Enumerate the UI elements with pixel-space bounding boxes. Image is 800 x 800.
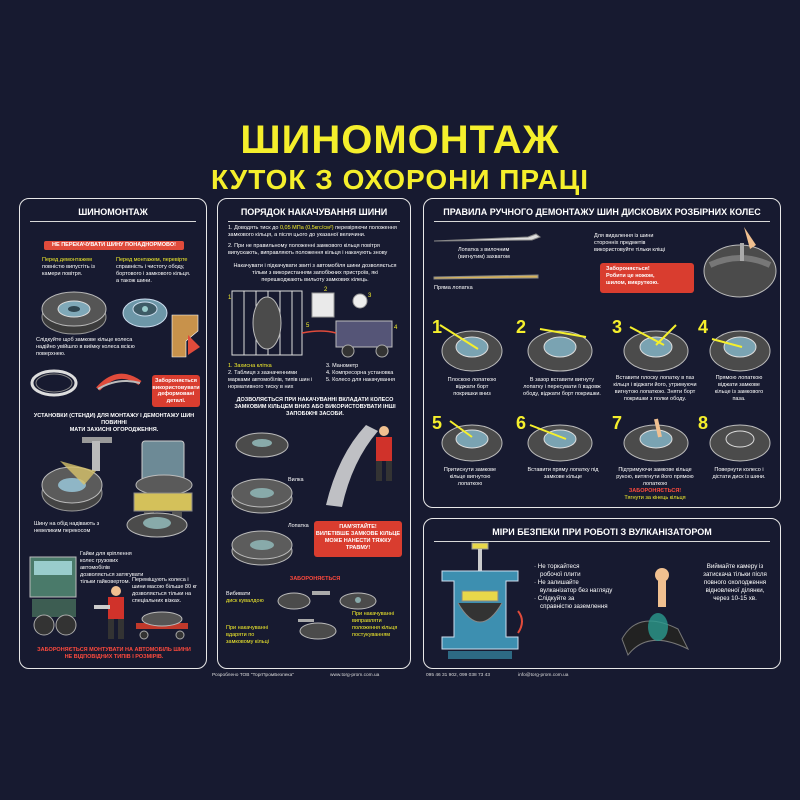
svg-text:2: 2 <box>324 287 328 293</box>
step-4-tire-icon <box>709 330 771 372</box>
foreign-objects-text: Для видалення із шини сторонніх предметі… <box>594 233 666 253</box>
legend-right: 3. Манометр 4. Компресорна установка 5. … <box>326 363 395 383</box>
panel-inflation-order: ПОРЯДОК НАКАЧУВАННЯ ШИНИ 1. Доводять тис… <box>217 198 411 669</box>
small-wheel-icon <box>277 591 330 610</box>
step-5-tire-icon <box>441 420 503 462</box>
flying-ring-icon <box>326 425 392 507</box>
svg-text:5: 5 <box>306 323 310 329</box>
panel-manual-dismount: ПРАВИЛА РУЧНОГО ДЕМОНТАЖУ ШИН ДИСКОВИХ Р… <box>423 198 781 508</box>
vulcanizer-press-icon <box>441 542 523 659</box>
forbid-sledgehammer: Вибивати диск кувалдою <box>226 591 264 604</box>
label-fork: Вилка <box>288 477 304 483</box>
forbid-knife-badge: Забороняється! Робити це ножом, шилом, в… <box>600 263 694 293</box>
inflation-step2: 2. При не правильному положенні замковог… <box>228 243 388 256</box>
tool-straight-label: Пряма лопатка <box>434 285 473 291</box>
remember-warning: ПАМ'ЯТАЙТЕ! ВИЛЕТІВШЕ ЗАМКОВЕ КІЛЬЦЕ МОЖ… <box>314 521 402 557</box>
step-number-3: 3 <box>612 317 623 337</box>
allowed-text: ДОЗВОЛЯЄТЬСЯ ПРИ НАКАЧУВАННІ ВКЛАДАТИ КО… <box>234 397 396 417</box>
move-heavy-text: Переміщують колеса і шини масою більше 8… <box>132 577 197 604</box>
step-number-4: 4 <box>698 317 709 337</box>
wheels-stack-icon <box>231 432 293 566</box>
before-mount-text: Перед монтажем, перевірте справність і ч… <box>116 257 191 284</box>
footer-developer: Розроблено ТОВ "ТоргПромБезпека" <box>212 673 294 678</box>
panel-vulcanizer: МІРИ БЕЗПЕКИ ПРИ РОБОТІ З ВУЛКАНІЗАТОРОМ… <box>423 518 781 669</box>
step-8-tire-icon <box>709 424 771 462</box>
wheel-fit-icon <box>126 512 188 538</box>
svg-text:3: 3 <box>368 293 372 299</box>
step-number-1: 1 <box>432 317 443 337</box>
overinflate-banner: НЕ ПЕРЕКАЧУВАТИ ШИНУ ПОНАДНОРМОВО! <box>44 241 184 250</box>
trolley-icon <box>136 611 188 640</box>
step-7-tire-icon <box>623 418 689 462</box>
tire-icon <box>41 291 107 335</box>
forbid-correct-ring: При накачуванні виправляти положення кіл… <box>352 611 398 638</box>
step-number-2: 2 <box>516 317 527 337</box>
tool-curved-label: Лопатка з вилочним (вигнутим) захватом <box>458 247 510 260</box>
tire-changer-icon <box>41 437 193 523</box>
step-1-tire-icon <box>439 324 503 372</box>
forbidden-deformed-badge: Забороняється використовувати деформован… <box>152 375 200 407</box>
wheel-fit-text: Шину на обід надівають з невеликим перек… <box>34 521 100 534</box>
lock-ring-text: Слідкуйте щоб замкове кільце колеса наді… <box>36 337 135 357</box>
truck-icon <box>29 556 77 636</box>
footer-website[interactable]: www.torg-prom.com.ua <box>330 673 380 678</box>
panel-title: ПОРЯДОК НАКАЧУВАННЯ ШИНИ <box>240 207 388 217</box>
svg-text:4: 4 <box>394 325 398 331</box>
forbid-hit-ring: При накачуванні вдаряти по замковому кіл… <box>226 625 270 645</box>
panel-tire-fitting: ШИНОМОНТАЖ НЕ ПЕРЕКАЧУВАТИ ШИНУ ПОНАДНОР… <box>19 198 207 669</box>
vulcanizer-rules: · Не торкайтеся робочої плити · Не залиш… <box>534 563 613 610</box>
footer-email[interactable]: info@torg-prom.com.ua <box>518 673 569 678</box>
inflation-step1: 1. Доводять тиск до 0,05 МПа (0,5кгс/см²… <box>228 225 397 238</box>
ring-section-icon <box>171 314 200 358</box>
step-number-5: 5 <box>432 413 443 433</box>
before-dismount-text: Перед демонтажем повністю випустіть із к… <box>42 257 95 277</box>
inflation-note: Накачувати і підкачувати звиті з автомоб… <box>233 263 397 283</box>
step-2-tire-icon <box>527 328 593 372</box>
pliers-tire-icon <box>703 227 777 298</box>
forbidden-heading: ЗАБОРОНЯЄТЬСЯ <box>289 576 341 582</box>
straight-tool-icon <box>433 274 539 280</box>
small-wheel-icon-2 <box>339 592 377 610</box>
worker-icon <box>94 586 124 639</box>
page-subtitle: КУТОК З ОХОРОНИ ПРАЦІ <box>210 164 590 195</box>
step-number-7: 7 <box>612 413 623 433</box>
step-3-tire-icon <box>623 324 689 372</box>
stands-text: УСТАНОВКИ (СТЕНДИ) ДЛЯ МОНТАЖУ І ДЕМОНТА… <box>33 413 195 433</box>
rings-icon <box>30 369 142 397</box>
inner-tube-icon <box>621 568 690 657</box>
rim-icon <box>122 298 168 328</box>
panel-title: ПРАВИЛА РУЧНОГО ДЕМОНТАЖУ ШИН ДИСКОВИХ Р… <box>443 207 761 217</box>
wrong-tires-text: ЗАБОРОНЯЄТЬСЯ МОНТУВАТИ НА АВТОМОБІЛЬ ШИ… <box>37 647 191 660</box>
panel-title: ШИНОМОНТАЖ <box>78 207 148 217</box>
step-number-6: 6 <box>516 413 527 433</box>
small-wheel-icon-3 <box>298 619 337 640</box>
curved-tool-icon <box>433 233 542 242</box>
label-blade: Лопатка <box>288 523 309 529</box>
panel-title: МІРИ БЕЗПЕКИ ПРИ РОБОТІ З ВУЛКАНІЗАТОРОМ <box>492 527 712 537</box>
safety-cage-icon: 1 2 3 4 5 <box>228 287 398 358</box>
legend-left: 1. Захисна клітка 2. Таблиця з зазначенн… <box>228 363 313 390</box>
step-number-8: 8 <box>698 413 709 433</box>
cooling-rule: Виймайте камеру із затискача тільки післ… <box>703 563 767 602</box>
footer-phones: 095 46 31 902, 099 038 73 43 <box>426 673 491 678</box>
step-6-tire-icon <box>527 424 593 462</box>
svg-text:1: 1 <box>228 295 232 301</box>
truck-nuts-text: Гайки для кріплення колес грузових автом… <box>80 551 144 585</box>
page-title: ШИНОМОНТАЖ <box>240 118 560 162</box>
